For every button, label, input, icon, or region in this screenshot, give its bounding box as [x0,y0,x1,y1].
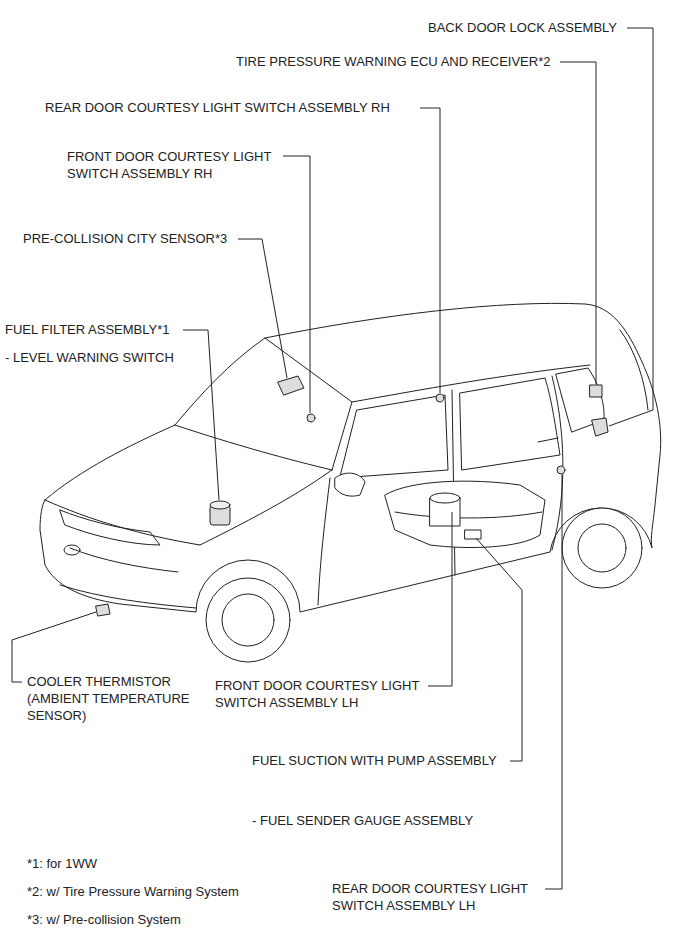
leader-line [420,108,440,393]
mirror [335,473,365,496]
leader-line [428,512,452,686]
leader-line [545,475,562,889]
back-door-line [620,330,648,410]
wheel [578,524,626,572]
hood-front [45,500,200,545]
back-door-lock [592,418,608,436]
switch-part [557,466,565,474]
pre-collision-sensor [278,376,304,395]
fuel-pump-top [430,493,460,503]
part-label: FUEL FILTER ASSEMBLY*1 [5,321,181,338]
footnote: *3: w/ Pre-collision System [27,911,317,928]
rear-door-edge [552,376,563,550]
hood-crease [200,470,332,545]
grille [70,548,178,572]
sub-part-label: - LEVEL WARNING SWITCH [5,349,205,366]
bumper [60,585,196,608]
leader-lines [12,28,653,889]
cowl [175,425,332,470]
leader-line [12,612,96,682]
car-body [40,303,661,612]
part-label: REAR DOOR COURTESY LIGHT SWITCH ASSEMBLY… [45,99,417,116]
part-label: FUEL SUCTION WITH PUMP ASSEMBLY [252,752,508,769]
part-label: FRONT DOOR COURTESY LIGHT SWITCH ASSEMBL… [67,148,282,182]
leader-line [609,28,653,426]
wheel [222,594,274,646]
switch-part [436,394,444,402]
part-label: COOLER THERMISTOR (AMBIENT TEMPERATURE S… [27,673,212,724]
fuel-tank [385,481,545,547]
footnote: *1: for 1WW [27,855,227,872]
tire [562,508,642,588]
front-window [340,395,448,478]
windshield-edge [265,338,352,470]
part-label: BACK DOOR LOCK ASSEMBLY [428,19,628,36]
leader-line [183,330,219,500]
leader-line [283,156,310,413]
part-label: FRONT DOOR COURTESY LIGHT SWITCH ASSEMBL… [215,677,430,711]
fog-lamp [64,545,80,555]
tire-pressure-ecu [590,385,602,397]
leader-line [238,239,287,378]
switch-part [307,414,315,422]
fuel-tank-seam [395,512,542,518]
door-handle [538,438,558,442]
window-line [352,365,590,402]
part-label: TIRE PRESSURE WARNING ECU AND RECEIVER*2 [236,53,566,70]
footnote: *2: w/ Tire Pressure Warning System [27,883,317,900]
fuel-filter-top [210,501,230,509]
part-label: PRE-COLLISION CITY SENSOR*3 [23,230,235,247]
headlight [60,510,160,545]
front-door-edge [318,478,330,605]
part-label: REAR DOOR COURTESY LIGHT SWITCH ASSEMBLY… [332,880,547,914]
fuel-sender-gauge [465,530,481,539]
leader-line [476,538,522,761]
tire [206,578,290,662]
cooler-thermistor [96,604,110,616]
sub-part-label: - FUEL SENDER GAUGE ASSEMBLY [252,812,512,829]
rear-window [460,378,560,470]
leader-line [560,62,596,384]
